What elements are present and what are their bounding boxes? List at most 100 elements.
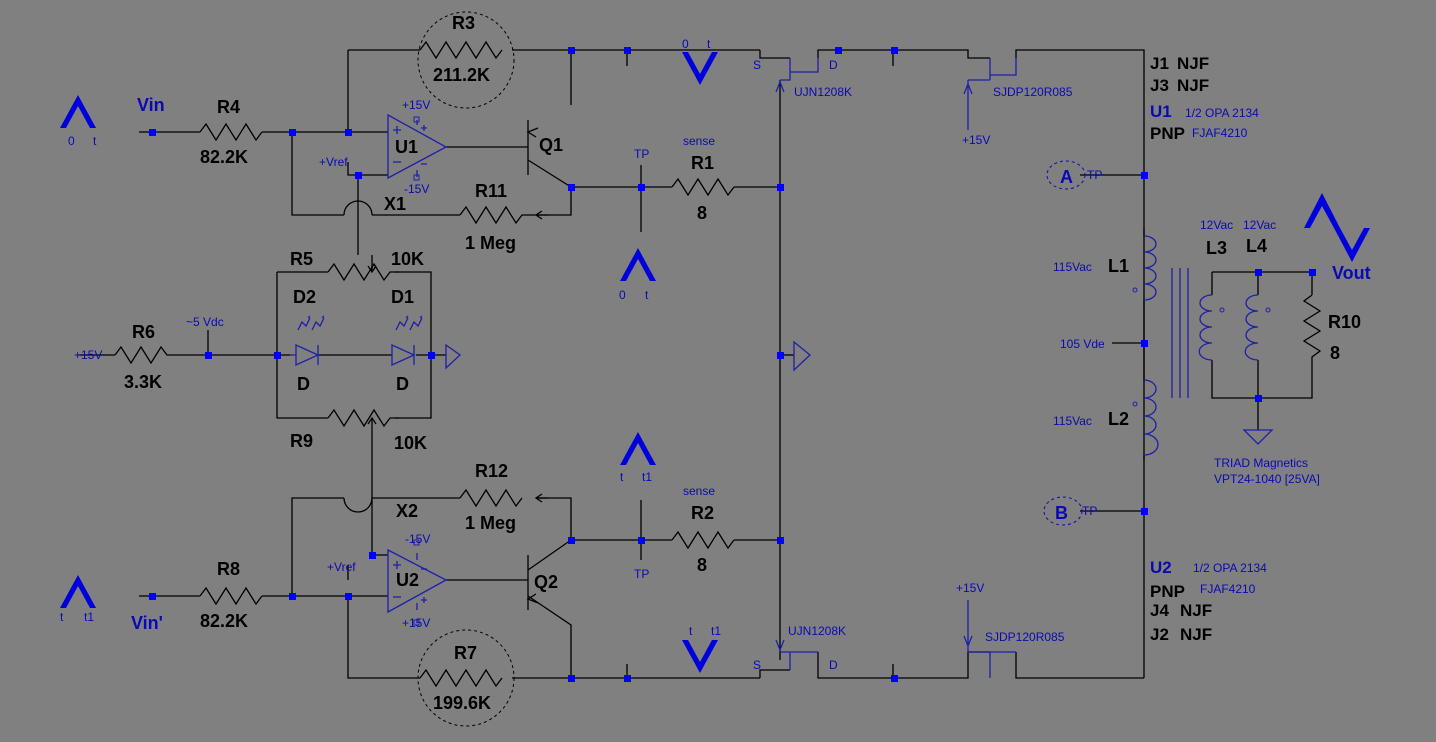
u2-vpos: +15V (402, 616, 430, 630)
transformer-maker: TRIAD Magnetics (1214, 456, 1308, 470)
r4-body (199, 122, 263, 142)
legend-j3-type: NJF (1177, 76, 1209, 95)
x2-crossover (343, 497, 373, 513)
transformer (1132, 235, 1271, 456)
u1-vneg: -15V (404, 182, 429, 196)
r3-body (419, 40, 503, 60)
r9-body (327, 408, 399, 428)
r6-ref: R6 (132, 322, 155, 342)
wave-label-0: 0 (682, 37, 689, 51)
wave-label-0: 0 (619, 288, 626, 302)
d2-ref: D2 (293, 287, 316, 307)
jfet-bottom-right-supply: +15V (956, 581, 984, 595)
r9-ref: R9 (290, 431, 313, 451)
jfet-s-label: S (753, 58, 761, 72)
q1-emitter-arrow-icon (526, 127, 539, 138)
tp-label-b: TP (1082, 504, 1097, 518)
legend-j4: J4 (1150, 601, 1169, 620)
tp-label-a: TP (1087, 168, 1102, 182)
legend-j1: J1 (1150, 54, 1169, 73)
jfet-top-right-supply: +15V (962, 133, 990, 147)
wave-label-0: 0 (68, 134, 75, 148)
r4-ref: R4 (217, 97, 240, 117)
waveform-up-icon (620, 432, 656, 465)
r2-ref: R2 (691, 503, 714, 523)
r6-body (114, 345, 173, 365)
node-b-circle (1043, 496, 1083, 526)
r11-wiper-icon (534, 210, 548, 220)
l3-value: 12Vac (1200, 218, 1233, 232)
legend-pnp: PNP (1150, 124, 1185, 143)
waveform-up-icon (60, 575, 96, 608)
labels: R3 211.2K R4 82.2K Vin 0 t +15V U1 +Vref… (60, 13, 1371, 713)
l2-coil (1143, 379, 1159, 456)
r5-value: 10K (391, 249, 424, 269)
vin-label: Vin (137, 95, 165, 115)
r3-value: 211.2K (433, 65, 490, 85)
r7-value: 199.6K (433, 693, 491, 713)
vout-label: Vout (1332, 263, 1371, 283)
l1-ref: L1 (1108, 256, 1129, 276)
r7-ref: R7 (454, 643, 477, 663)
r9-value: 10K (394, 433, 427, 453)
waveform-down-icon (682, 640, 718, 673)
transformer-core (1171, 268, 1189, 398)
u2-vneg: -15V (405, 532, 430, 546)
tp-label-top: TP (634, 147, 649, 161)
r5-wiper-icon (367, 255, 377, 274)
plus15v-label: +15V (74, 348, 102, 362)
r3-ref: R3 (452, 13, 475, 33)
r5-body (327, 262, 399, 282)
waveform-up-icon (620, 248, 656, 281)
waveform-down-icon (682, 52, 718, 85)
r4-value: 82.2K (200, 147, 248, 167)
r11-value: 1 Meg (465, 233, 516, 253)
u1-vpos: +15V (402, 98, 430, 112)
jfet-s-label: S (753, 658, 761, 672)
u2-ref: U2 (396, 570, 419, 590)
jfet-d-label: D (829, 658, 838, 672)
r8-value: 82.2K (200, 611, 248, 631)
r8-body (199, 586, 263, 606)
q2-emitter-arrow-icon (526, 593, 539, 604)
l3-ref: L3 (1206, 238, 1227, 258)
ground-triangle-icon (445, 343, 462, 370)
diode-d1 (391, 315, 423, 367)
legend-pnp: PNP (1150, 582, 1185, 601)
wave-label-t: t (645, 288, 649, 302)
r3-highlight-circle (417, 11, 515, 109)
l4-coil (1244, 294, 1259, 361)
r10-value: 8 (1330, 343, 1340, 363)
wave-label-t: t (93, 134, 97, 148)
jfet-d-label: D (829, 58, 838, 72)
legend-u1-desc: 1/2 OPA 2134 (1185, 106, 1259, 120)
ground-triangle-icon (793, 340, 811, 372)
vout-waveform-icon (1304, 193, 1370, 262)
l1-value: 115Vac (1053, 260, 1092, 274)
l2-value: 115Vac (1053, 414, 1092, 428)
legend-pnp-model: FJAF4210 (1200, 582, 1256, 596)
r10-body (1302, 294, 1322, 370)
r6-value: 3.3K (124, 372, 162, 392)
r12-wiper-icon (534, 493, 548, 503)
legend-j2-type: NJF (1180, 625, 1212, 644)
wave-label-t1: t1 (642, 470, 652, 484)
wave-label-t1: t1 (84, 610, 94, 624)
d2-value: D (297, 374, 310, 394)
legend-j1-type: NJF (1177, 54, 1209, 73)
q2-ref: Q2 (534, 572, 558, 592)
wave-label-t1: t1 (711, 624, 721, 638)
waveform-up-icon (60, 95, 96, 128)
d1-ref: D1 (391, 287, 414, 307)
u2-vref: +Vref (327, 560, 356, 574)
vdc5-label: ~5 Vdc (186, 315, 224, 329)
r12-ref: R12 (475, 461, 508, 481)
r9-wiper-icon (367, 416, 377, 436)
jfet-top-right-model: SJDP120R085 (993, 85, 1073, 99)
junction-dots (149, 47, 1316, 682)
diode-d2 (290, 315, 325, 367)
wave-label-t: t (620, 470, 624, 484)
r7-body (419, 668, 503, 688)
r1-ref: R1 (691, 153, 714, 173)
